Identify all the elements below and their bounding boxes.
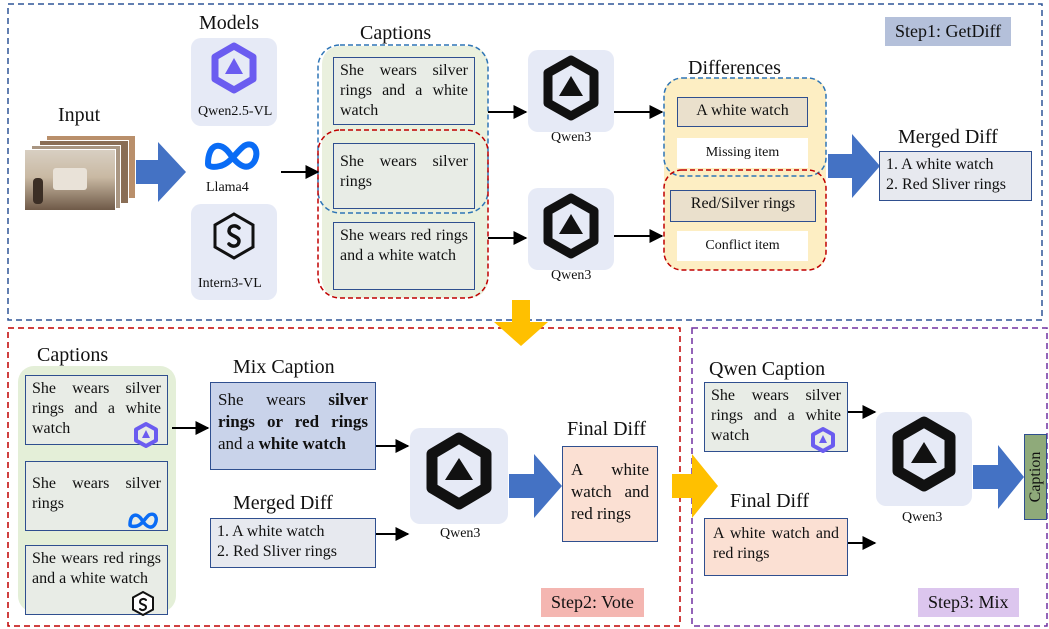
step2-caption-qwen-text: She wears silver rings and a white watch [32,380,161,437]
step3-tag: Step3: Mix [918,588,1019,617]
mix-caption-title: Mix Caption [233,356,335,378]
merged-diff-title: Merged Diff [898,126,998,148]
merged-item-2: 2. Red Sliver rings [886,176,1006,193]
step2-caption-qwen: She wears silver rings and a white watch [25,375,168,445]
step2-qwen3-label: Qwen3 [440,526,481,541]
step2-final-box: A white watch and red rings [562,446,658,542]
diff-missing-kind: Missing item [677,138,808,168]
model-name-llama4: Llama4 [206,180,249,195]
step2-caption-intern-text: She wears red rings and a white watch [32,550,161,587]
step2-captions-title: Captions [37,344,109,366]
step2-final-title: Final Diff [567,418,647,440]
caption-qwen: She wears silver rings and a white watch [333,57,475,125]
qwen3-icon [892,416,956,492]
step2-caption-llama: She wears silver rings [25,461,168,531]
step1-frame [7,3,1043,321]
diff-conflict-box: Red/Silver rings [670,190,816,222]
qwen3-icon [543,55,599,121]
qwen3-tile-bottom [528,188,614,270]
captions-title: Captions [360,22,432,44]
step2-merged-item-2: 2. Red Sliver rings [217,543,337,560]
models-title: Models [199,12,259,34]
step3-frame [691,327,1048,627]
step3-final-title: Final Diff [730,490,810,512]
step2-qwen3-tile [410,428,508,524]
model-name-intern3: Intern3-VL [198,276,262,291]
step1-tag: Step1: GetDiff [885,17,1012,46]
intern-icon [213,212,255,260]
qwen-icon [134,422,158,448]
qwen3-label-bottom: Qwen3 [551,268,592,283]
qwen-icon [811,427,835,453]
meta-icon [128,512,158,529]
diff-conflict-kind: Conflict item [677,231,808,261]
qwen-caption-title: Qwen Caption [709,358,826,380]
missing-group [663,77,827,177]
arrow-diff-merged [828,134,880,198]
meta-icon [202,136,266,177]
qwen-icon [211,42,257,94]
qwen-caption-text: She wears silver rings and a white watch [711,387,841,444]
differences-title: Differences [688,57,781,79]
step2-caption-llama-text: She wears silver rings [32,475,161,512]
input-image-stack [24,135,136,211]
merged-item-1: 1. A white watch [886,156,994,173]
output-caption-label: Caption [1026,451,1044,503]
model-name-qwen25: Qwen2.5-VL [198,104,273,119]
step3-qwen3-tile [876,412,972,506]
diff-missing-box: A white watch [677,97,808,127]
step2-merged-title: Merged Diff [233,492,333,514]
input-photo [24,149,116,211]
output-caption-box: Caption [1024,434,1047,520]
step2-merged-box: 1. A white watch 2. Red Sliver rings [210,518,376,568]
qwen3-icon [543,193,599,259]
step2-tag: Step2: Vote [541,588,644,617]
qwen25-tile [191,38,277,126]
mix-caption-box: She wears silver rings or red rings and … [210,382,376,470]
step3-qwen3-label: Qwen3 [902,510,943,525]
qwen3-tile-top [528,50,614,132]
arrow-input-models [134,142,186,202]
intern-icon [132,590,154,617]
qwen3-icon [426,432,492,510]
input-label: Input [58,104,101,126]
arrow-step2-step3 [672,454,718,518]
arrow-qwen-final [509,454,562,518]
caption-llama: She wears silver rings [333,143,475,209]
qwen3-label-top: Qwen3 [551,130,592,145]
arrow-step1-step2 [494,300,548,346]
merged-diff-box: 1. A white watch 2. Red Sliver rings [879,151,1032,201]
arrow-qwen-output [973,445,1024,509]
step3-final-box: A white watch and red rings [704,518,848,576]
step2-merged-item-1: 1. A white watch [217,523,325,540]
conflict-group [663,169,827,271]
caption-intern: She wears red rings and a white watch [333,222,475,290]
intern-tile [191,204,277,300]
